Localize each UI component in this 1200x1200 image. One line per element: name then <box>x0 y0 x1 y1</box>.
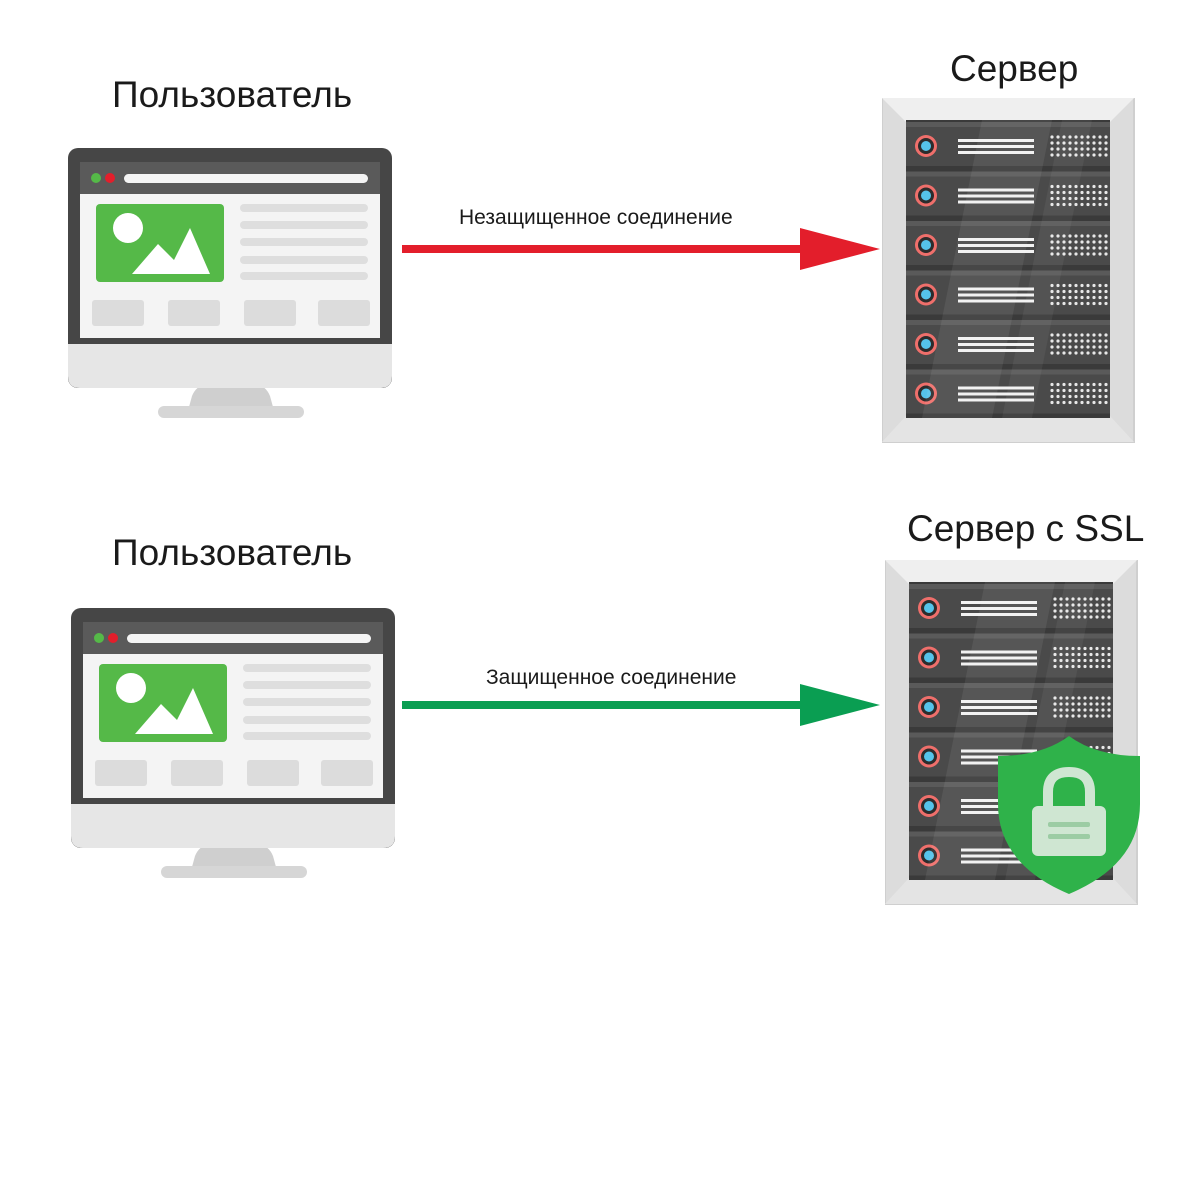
user-label-secure: Пользователь <box>112 532 352 574</box>
shield-lock-icon <box>996 734 1142 896</box>
desktop-monitor-icon <box>71 608 397 880</box>
server-rack-icon <box>882 98 1136 444</box>
server-label-insecure: Сервер <box>950 48 1078 90</box>
user-label-insecure: Пользователь <box>112 74 352 116</box>
desktop-monitor-icon <box>68 148 394 420</box>
connection-arrow-insecure <box>402 226 882 274</box>
server-label-secure: Сервер с SSL <box>907 508 1144 550</box>
connection-arrow-secure <box>402 682 882 730</box>
